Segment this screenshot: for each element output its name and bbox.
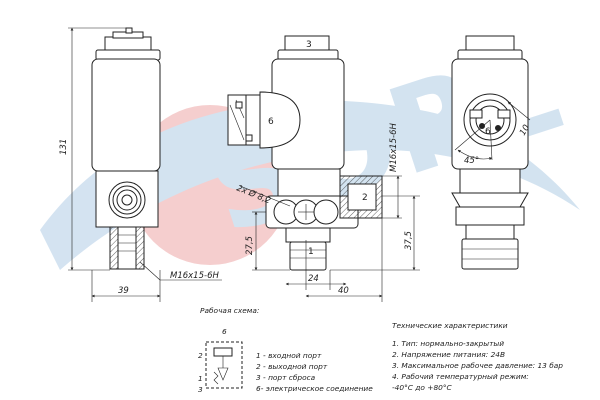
dim-375: 37,5: [404, 231, 414, 250]
callout-6-end: 6: [485, 127, 491, 137]
left-view: 131 39 M16x15-6H: [59, 27, 222, 302]
spec-line-5: -40°С до +80°С: [392, 383, 453, 392]
dim-10: 10: [518, 123, 532, 137]
schema-legend-2: 2 - выходной порт: [256, 362, 328, 371]
right-view: 6 45° 10: [451, 35, 532, 270]
angle-45: 45°: [464, 156, 479, 166]
callout-3: 3: [306, 40, 312, 50]
specs-title: Технические характеристики: [392, 321, 508, 330]
dim-40: 40: [338, 286, 349, 296]
schema-title: Рабочая схема:: [200, 306, 259, 315]
watermark-blue-swoosh: [40, 100, 580, 270]
schema-side-label-2: 2: [198, 351, 203, 360]
callout-2: 2: [362, 193, 368, 203]
dim-131: 131: [59, 139, 69, 155]
spec-line-2: 2. Напряжение питания: 24В: [392, 350, 505, 359]
callout-6-connector: 6: [268, 117, 274, 127]
spec-line-4: 4. Рабочий температурный режим:: [392, 372, 529, 381]
center-view: 3 6 2 1 2x Ø 8,2: [227, 35, 420, 302]
schema-legend-3: 3 - порт сброса: [256, 373, 316, 382]
schema-top-number: 6: [222, 327, 227, 336]
schema-legend-1: 1 - входной порт: [256, 351, 322, 360]
thread-left-label: M16x15-6H: [170, 271, 219, 281]
dim-275: 27,5: [245, 236, 255, 255]
dim-39: 39: [118, 286, 129, 296]
thread-right-label: M16x15-6H: [389, 123, 399, 172]
schema-side-label-1: 1: [198, 374, 203, 383]
dim-24: 24: [308, 274, 319, 284]
callout-1: 1: [308, 247, 314, 257]
working-schema: Рабочая схема: 6 2 1 3 1 - входной порт …: [198, 306, 373, 394]
spec-line-3: 3. Максимальное рабочее давление: 13 бар: [392, 361, 563, 370]
tech-specs: Технические характеристики 1. Тип: норма…: [392, 321, 563, 392]
schema-side-label-3: 3: [198, 385, 203, 394]
schema-legend-4: 6- электрическое соединение: [256, 384, 373, 393]
spec-line-1: 1. Тип: нормально-закрытый: [392, 339, 504, 348]
